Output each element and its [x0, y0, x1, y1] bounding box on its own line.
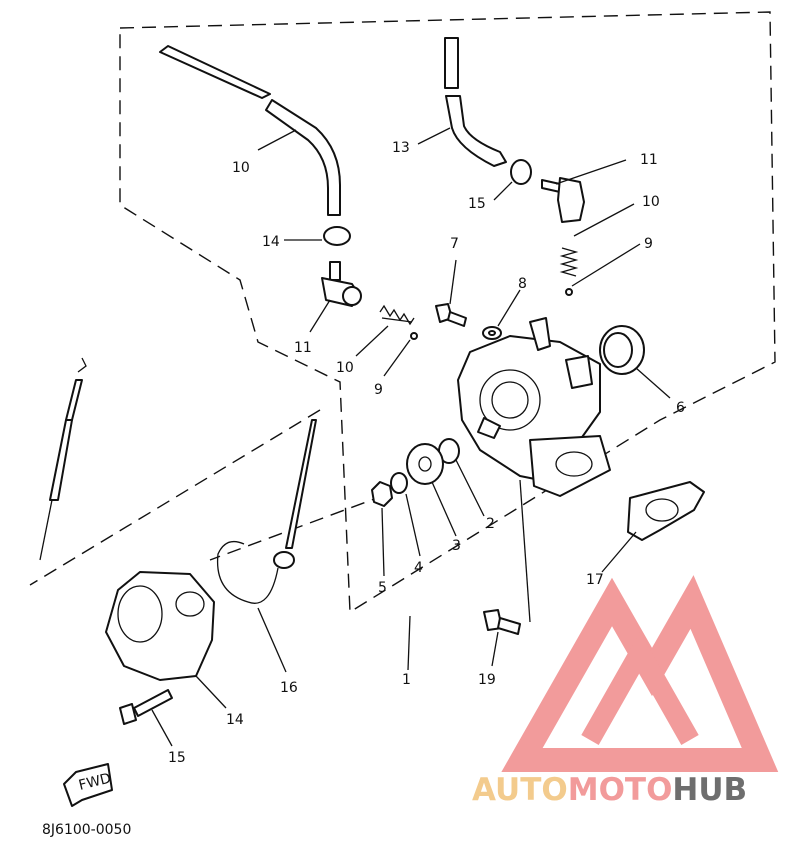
callout-10-right: 10 [642, 194, 660, 210]
spring-10-right [559, 247, 579, 277]
pump-body-1 [457, 317, 611, 497]
clamp-14-right [510, 159, 532, 185]
callout-2: 2 [486, 516, 495, 532]
leader-lines [151, 127, 671, 747]
assembly-boundary [119, 11, 776, 614]
callout-10-left: 10 [336, 360, 354, 376]
callout-9-left: 9 [374, 382, 383, 398]
callout-8: 8 [518, 276, 527, 292]
callout-14-right: 15 [468, 196, 486, 212]
svg-text:AUTOMOTOHUB: AUTOMOTOHUB [472, 772, 747, 808]
nut-5 [371, 481, 393, 507]
callout-19: 19 [478, 672, 496, 688]
ball-9-right [565, 288, 573, 296]
bolt-16 [119, 689, 173, 725]
fwd-label: FWD [77, 770, 113, 793]
ball-9-left [410, 332, 418, 340]
fwd-arrow-icon: FWD [63, 763, 113, 807]
callout-9-right: 9 [644, 236, 653, 252]
fitting-11-left [321, 261, 362, 307]
cable-group-boundary [29, 409, 386, 586]
callout-5: 5 [378, 580, 387, 596]
callout-6: 6 [676, 400, 685, 416]
cable-assembly [39, 357, 87, 561]
drawing-code: 8J6100-0050 [42, 822, 131, 838]
fitting-11-right [541, 177, 585, 223]
callout-11-right: 11 [640, 152, 658, 168]
hose-12 [159, 45, 341, 216]
callout-14-left: 14 [262, 234, 280, 250]
sensor-17 [216, 419, 317, 604]
gasket-18 [627, 481, 705, 541]
brand-moto: MOTO [568, 772, 673, 808]
spring-10-left [379, 304, 415, 326]
oil-seal-6 [599, 325, 645, 375]
callout-18: 17 [586, 572, 604, 588]
cover-15 [105, 571, 215, 681]
callout-4: 4 [414, 560, 423, 576]
hose-13 [444, 37, 507, 167]
callout-15: 14 [226, 712, 244, 728]
callout-16: 15 [168, 750, 186, 766]
callout-12: 10 [232, 160, 250, 176]
callout-13: 13 [392, 140, 410, 156]
callout-3: 3 [452, 538, 461, 554]
brand-hub: HUB [672, 772, 747, 808]
callout-1: 1 [402, 672, 411, 688]
automotohub-logo: AUTOMOTOHUB [472, 575, 779, 808]
callout-labels: 10 14 11 10 9 13 15 11 10 9 7 8 6 2 3 4 … [168, 140, 685, 766]
washer-4 [390, 472, 408, 494]
callout-7: 7 [450, 236, 459, 252]
callout-17: 16 [280, 680, 298, 696]
bolt-19 [483, 609, 521, 635]
impeller-3 [406, 443, 444, 485]
brand-auto: AUTO [472, 772, 568, 808]
clamp-14-left [323, 226, 351, 246]
callout-11-left: 11 [294, 340, 312, 356]
bolt-7 [435, 303, 467, 327]
